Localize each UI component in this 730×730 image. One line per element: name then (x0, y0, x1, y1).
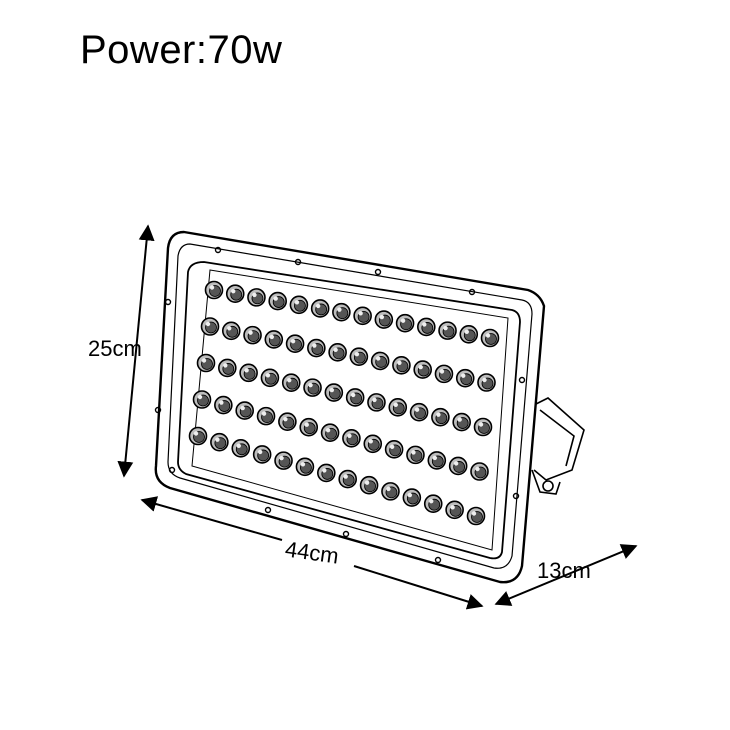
led (278, 412, 297, 431)
screw (168, 466, 176, 474)
led (402, 488, 422, 507)
led (427, 451, 447, 470)
led (210, 432, 229, 452)
led (448, 456, 468, 476)
led (310, 299, 330, 318)
led (281, 373, 301, 392)
led (349, 347, 369, 366)
led (196, 353, 216, 373)
led (473, 417, 493, 437)
screw (164, 298, 172, 306)
led (328, 343, 347, 362)
led (392, 355, 411, 375)
width-arrow-right (353, 565, 484, 610)
led (466, 506, 486, 526)
led (374, 310, 394, 329)
screw (512, 492, 520, 500)
led (192, 390, 212, 409)
led (317, 463, 336, 483)
led (204, 280, 224, 300)
led (239, 363, 258, 383)
led (264, 330, 284, 349)
led (470, 462, 489, 481)
led (299, 417, 319, 437)
led (235, 401, 254, 420)
led (455, 368, 475, 388)
led (243, 325, 262, 345)
depth-label: 13cm (537, 558, 591, 583)
led (363, 434, 383, 454)
led (409, 402, 429, 422)
led (417, 317, 436, 337)
led (320, 423, 340, 443)
height-label: 25cm (88, 336, 142, 361)
led (332, 302, 351, 322)
led-panel (177, 261, 521, 560)
mounting-bracket (531, 397, 585, 495)
led (303, 378, 322, 397)
width-arrow-left (140, 496, 283, 541)
led (221, 321, 241, 341)
led (445, 500, 464, 520)
led (395, 313, 415, 333)
led (256, 406, 276, 426)
led (268, 291, 287, 311)
screw (468, 288, 476, 296)
led (214, 395, 233, 415)
led (218, 358, 237, 378)
led (295, 457, 315, 477)
led (384, 440, 404, 459)
led (423, 494, 443, 513)
led (367, 393, 386, 412)
depth-arrow (494, 544, 638, 606)
led (260, 368, 280, 388)
led (388, 398, 408, 417)
screw (434, 556, 442, 564)
screw (264, 506, 272, 514)
led (324, 383, 344, 402)
led (345, 388, 365, 407)
led (200, 317, 220, 336)
screw (342, 530, 350, 538)
led (413, 360, 432, 379)
led (289, 295, 309, 315)
led (459, 325, 479, 344)
led (274, 451, 293, 470)
led (434, 364, 454, 384)
led (285, 334, 305, 354)
led (431, 407, 450, 427)
led (247, 288, 266, 307)
screw (294, 258, 302, 266)
housing-screws (154, 246, 526, 564)
height-arrow (117, 224, 155, 478)
screw (374, 268, 382, 276)
led (231, 439, 251, 458)
led (381, 482, 400, 501)
led (342, 428, 361, 448)
screw (214, 246, 222, 254)
led (359, 475, 379, 495)
led (452, 412, 471, 432)
led (370, 351, 390, 371)
led-array (188, 280, 500, 526)
led (406, 445, 425, 465)
led (438, 321, 457, 340)
led (252, 445, 272, 464)
power-title: Power:70w (80, 28, 283, 72)
led (338, 469, 357, 489)
screw (518, 376, 526, 384)
led (353, 306, 372, 326)
led (307, 338, 326, 358)
led (480, 328, 500, 348)
led (225, 284, 245, 303)
led (188, 426, 208, 446)
led (477, 373, 496, 392)
screw (154, 406, 162, 414)
